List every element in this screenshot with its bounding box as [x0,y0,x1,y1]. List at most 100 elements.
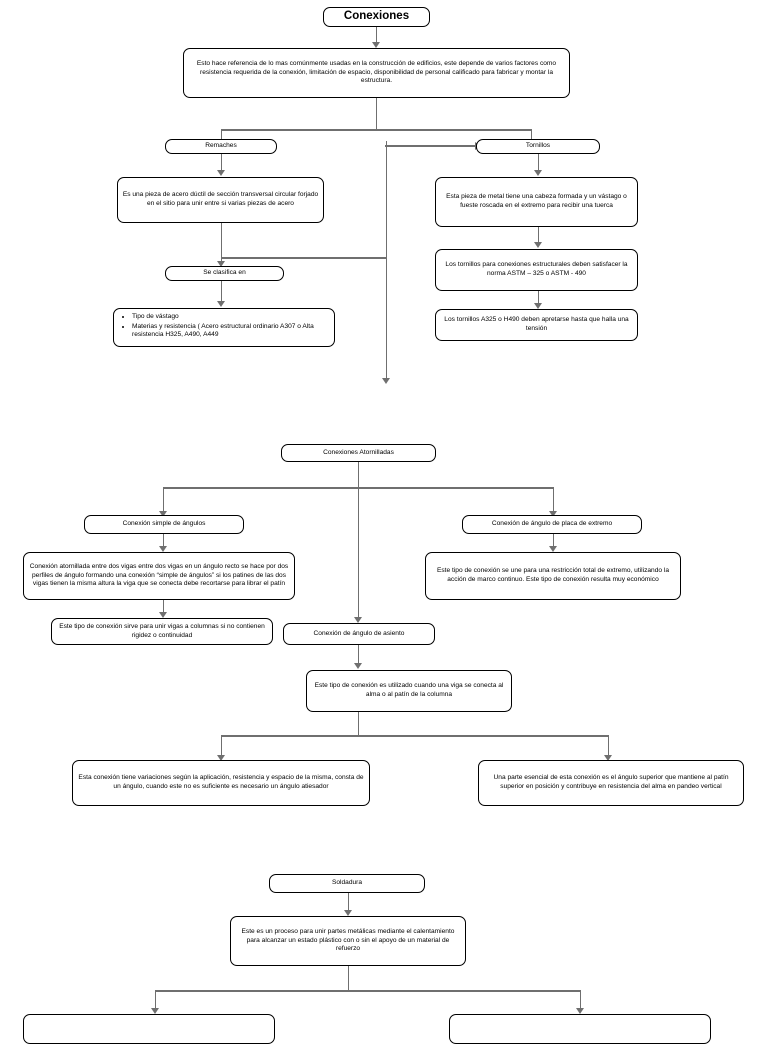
arrow-root-to-desc [372,42,380,48]
connector-placa-to-desc [552,534,555,549]
node-simple-angulos-desc-label: Conexión atornillada entre dos vigas ent… [29,562,289,588]
arrow-to-asiento-right [604,755,612,761]
connector-desc-split [221,129,531,131]
clasificacion-bullets: Tipo de vástago Materias y resistencia (… [118,313,330,341]
node-tornillos-desc: Esta pieza de metal tiene una cabeza for… [435,177,638,227]
connector-simple-desc-to-desc2 [162,600,165,614]
node-asiento: Conexión de ángulo de asiento [283,623,435,645]
connector-tornillos-desc-to-norma [537,227,540,243]
connector-soldadura-desc-down [347,966,350,991]
connector-to-simple [162,487,165,513]
connector-tornillos-to-desc [537,154,540,171]
node-soldadura-desc: Este es un proceso para unir partes metá… [230,916,466,966]
node-tornillos-desc-label: Esta pieza de metal tiene una cabeza for… [446,193,627,209]
arrow-soldadura-right [576,1008,584,1014]
arrow-soldadura-left [151,1008,159,1014]
arrow-placa-to-desc [549,546,557,552]
node-soldadura-right-partial [449,1014,711,1044]
node-conexiones: Conexiones [323,7,430,27]
connector-atornilladas-down [357,462,360,488]
node-asiento-label: Conexión de ángulo de asiento [313,629,405,637]
connector-to-asiento-left [220,735,223,757]
node-se-clasifica: Se clasifica en [165,266,284,281]
node-soldadura-desc-label: Este es un proceso para unir partes metá… [241,927,455,953]
connector-simple-to-desc [162,534,165,549]
node-asiento-desc-label: Este tipo de conexión es utilizado cuand… [314,682,504,698]
connector-to-tornillos [530,129,533,142]
node-conexiones-desc: Esto hace referencia de lo mas comúnment… [183,48,570,98]
node-asiento-desc-right-label: Una parte esencial de esta conexión es e… [493,774,729,790]
connector-norma-to-tension [537,291,540,305]
arrow-soldadura-to-desc [344,910,352,916]
node-asiento-desc-left-label: Esta conexión tiene variaciones según la… [78,774,364,790]
connector-to-remaches [220,129,223,142]
node-remaches: Remaches [165,139,277,154]
connector-root-to-desc [375,27,378,43]
connector-remaches-to-desc [220,154,223,171]
node-simple-angulos-desc2-label: Este tipo de conexión sirve para unir vi… [59,622,265,639]
connector-asiento-split [221,735,608,737]
node-simple-angulos: Conexión simple de ángulos [84,515,244,534]
connector-asiento-to-desc [357,645,360,665]
node-soldadura: Soldadura [269,874,425,893]
node-simple-angulos-label: Conexión simple de ángulos [122,520,206,528]
node-tornillos-label: Tornillos [525,142,551,150]
arrow-to-clasifica [217,261,225,267]
node-placa-extremo: Conexión de ángulo de placa de extremo [462,515,642,534]
node-tornillos-norma-label: Los tornillos para conexiones estructura… [445,261,628,277]
connector-clasifica-to-list [220,281,223,303]
node-asiento-desc-left: Esta conexión tiene variaciones según la… [72,760,370,806]
connector-soldadura-right [579,990,582,1012]
node-remaches-desc: Es una pieza de acero dúctil de sección … [117,177,324,223]
connector-to-asiento [357,487,360,619]
node-clasificacion-list: Tipo de vástago Materias y resistencia (… [113,308,335,347]
node-placa-extremo-desc: Este tipo de conexión se une para una re… [425,552,681,600]
clasificacion-item-1: Tipo de vástago [132,313,330,322]
arrow-tornillos-to-desc [534,170,542,176]
node-tornillos-tension-label: Los tornillos A325 o H490 deben apretars… [444,316,629,332]
node-simple-angulos-desc: Conexión atornillada entre dos vigas ent… [23,552,295,600]
node-tornillos: Tornillos [476,139,600,154]
arrow-asiento-to-desc [354,663,362,669]
connector-cross-horizontal-bottom [221,257,386,259]
connector-section1-to-section2 [385,258,388,380]
arrow-to-simple [159,511,167,517]
arrow-to-asiento [354,617,362,623]
connector-remaches-desc-to-clasifica [220,223,223,263]
arrow-to-norma [534,242,542,248]
node-asiento-desc: Este tipo de conexión es utilizado cuand… [306,670,512,712]
arrow-clasifica-to-list [217,301,225,307]
node-tornillos-norma: Los tornillos para conexiones estructura… [435,249,638,291]
connector-cross-horizontal-top [385,145,477,147]
node-remaches-desc-label: Es una pieza de acero dúctil de sección … [122,191,319,207]
arrow-simple-desc-to-desc2 [159,612,167,618]
node-tornillos-tension: Los tornillos A325 o H490 deben apretars… [435,309,638,341]
node-se-clasifica-label: Se clasifica en [203,269,246,277]
clasificacion-item-2: Materias y resistencia ( Acero estructur… [132,323,330,340]
arrow-to-placa [549,511,557,517]
connector-to-asiento-right [607,735,610,757]
connector-to-placa [552,487,555,513]
arrow-to-asiento-left [217,755,225,761]
node-soldadura-left-partial [23,1014,275,1044]
node-conexiones-atornilladas: Conexiones Atornilladas [281,444,436,462]
connector-soldadura-left [154,990,157,1012]
node-conexiones-label: Conexiones [343,10,410,23]
node-soldadura-label: Soldadura [331,879,363,887]
node-asiento-desc-right: Una parte esencial de esta conexión es e… [478,760,744,806]
node-remaches-label: Remaches [205,142,237,150]
arrow-remaches-to-desc [217,170,225,176]
node-conexiones-atornilladas-label: Conexiones Atornilladas [323,448,394,456]
connector-soldadura-split [155,990,580,992]
arrow-simple-to-desc [159,546,167,552]
node-conexiones-desc-label: Esto hace referencia de lo mas comúnment… [196,59,557,85]
connector-asiento-desc-down [357,712,360,736]
arrow-section1-end [382,378,390,384]
connector-desc-down [375,98,378,130]
arrow-to-tension [534,303,542,309]
connector-soldadura-to-desc [347,893,350,912]
connector-cross-vertical [385,141,388,258]
node-simple-angulos-desc2: Este tipo de conexión sirve para unir vi… [51,618,273,645]
node-placa-extremo-label: Conexión de ángulo de placa de extremo [491,520,613,528]
node-placa-extremo-desc-label: Este tipo de conexión se une para una re… [436,567,670,583]
